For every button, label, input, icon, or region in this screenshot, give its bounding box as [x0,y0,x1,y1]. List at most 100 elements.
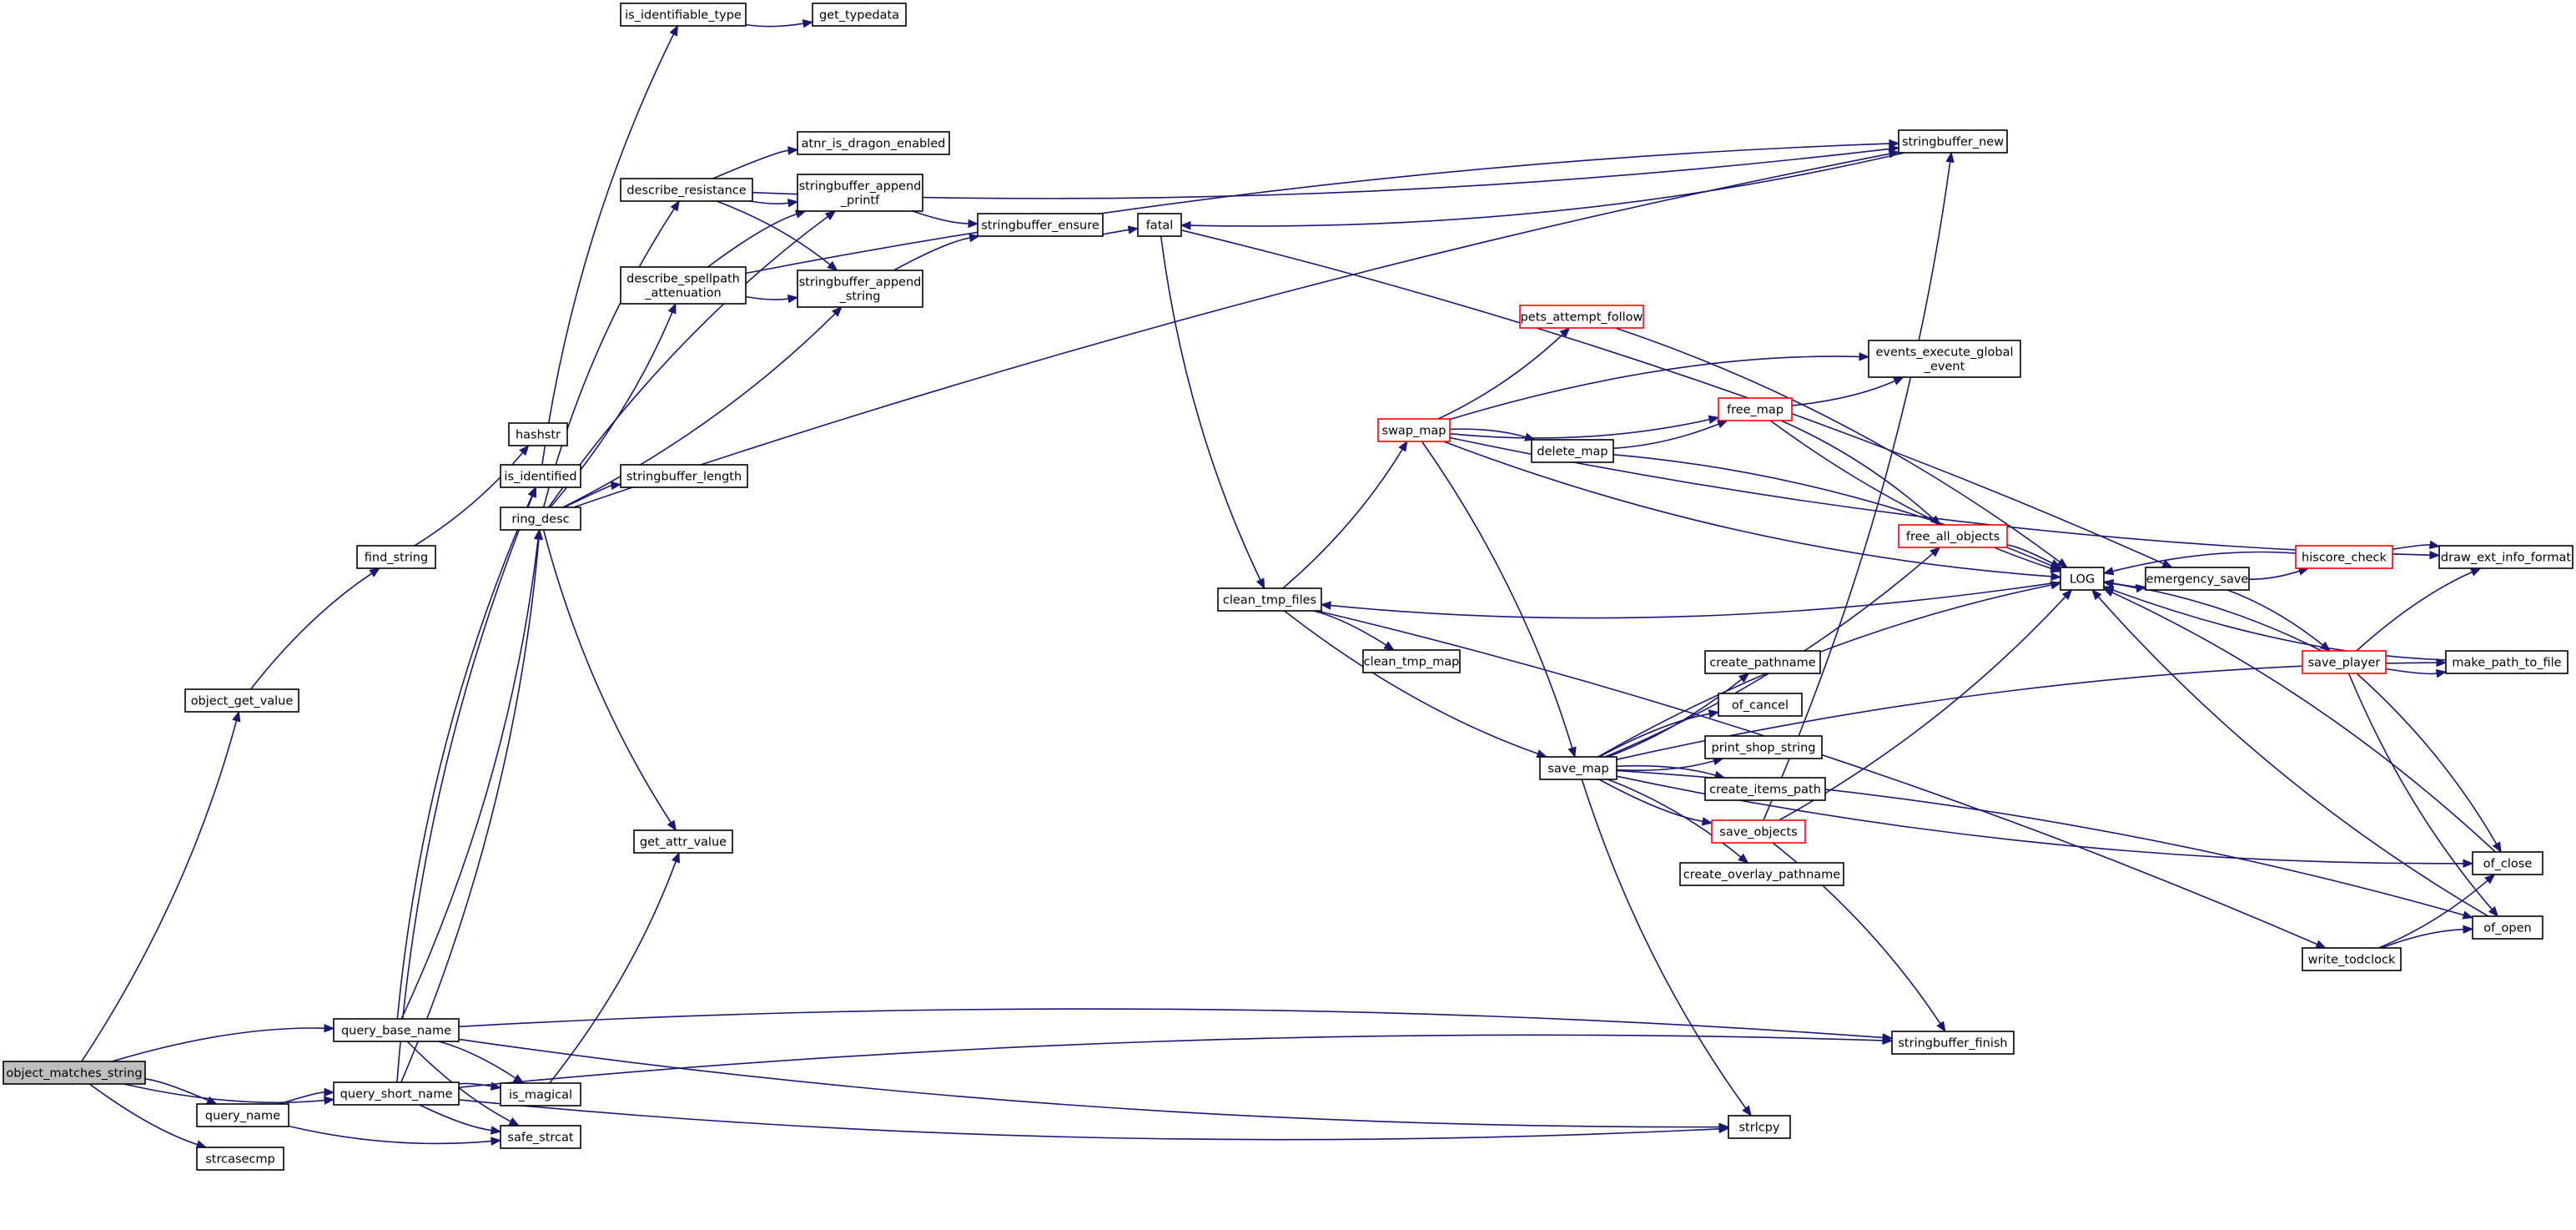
node-of-open[interactable]: of_open [2472,915,2543,940]
node-box[interactable] [508,422,568,446]
node-box[interactable] [620,3,747,27]
node-box[interactable] [797,131,950,155]
node-describe-spellpath-attenuation[interactable]: describe_spellpath_attenuation [620,266,747,305]
node-emergency-save[interactable]: emergency_save [2145,567,2250,591]
node-box[interactable] [620,178,753,202]
node-stringbuffer-append-string[interactable]: stringbuffer_append_string [797,270,923,308]
node-find-string[interactable]: find_string [356,545,436,569]
node-free-all-objects[interactable]: free_all_objects [1898,524,2008,548]
node-query-name[interactable]: query_name [196,1103,289,1127]
node-box[interactable] [1704,650,1821,674]
node-write-todclock[interactable]: write_todclock [2302,947,2402,971]
node-create-items-path[interactable]: create_items_path [1704,777,1826,801]
node-object-get-value[interactable]: object_get_value [184,688,299,713]
node-box[interactable] [333,1081,460,1106]
node-strlcpy[interactable]: strlcpy [1728,1115,1791,1139]
node-box[interactable] [1217,587,1322,612]
node-box[interactable] [620,266,747,305]
node-box[interactable] [1898,524,2008,548]
node-draw-ext-info-format[interactable]: draw_ext_info_format [2438,545,2573,569]
node-box[interactable] [1868,340,2021,378]
node-box[interactable] [1377,418,1451,442]
node-box[interactable] [1362,649,1461,673]
node-box[interactable] [797,174,923,212]
node-box[interactable] [1679,862,1844,886]
node-box[interactable] [1704,777,1826,801]
node-get-attr-value[interactable]: get_attr_value [633,829,733,854]
node-box[interactable] [2302,650,2387,674]
node-box[interactable] [633,829,733,854]
node-box[interactable] [1704,735,1823,759]
node-box[interactable] [1898,129,2008,154]
node-box[interactable] [2145,567,2250,591]
node-box[interactable] [620,464,748,488]
node-atnr-is-dragon-enabled[interactable]: atnr_is_dragon_enabled [797,131,950,155]
node-log[interactable]: LOG [2060,567,2105,591]
node-box[interactable] [1137,213,1182,237]
node-box[interactable] [977,213,1104,237]
node-swap-map[interactable]: swap_map [1377,418,1451,442]
node-stringbuffer-length[interactable]: stringbuffer_length [620,464,748,488]
node-box[interactable] [1728,1115,1791,1139]
node-box[interactable] [812,3,907,27]
node-query-base-name[interactable]: query_base_name [333,1018,460,1042]
node-is-identifiable-type[interactable]: is_identifiable_type [620,3,747,27]
node-hashstr[interactable]: hashstr [508,422,568,446]
node-print-shop-string[interactable]: print_shop_string [1704,735,1823,759]
node-fatal[interactable]: fatal [1137,213,1182,237]
node-box[interactable] [500,464,581,488]
node-box[interactable] [196,1147,284,1171]
node-box[interactable] [500,1082,581,1106]
node-box[interactable] [2295,545,2393,569]
node-safe-strcat[interactable]: safe_strcat [500,1125,581,1149]
node-is-identified[interactable]: is_identified [500,464,581,488]
node-create-pathname[interactable]: create_pathname [1704,650,1821,674]
node-box[interactable] [797,270,923,308]
node-box[interactable] [2302,947,2402,971]
node-box[interactable] [1711,819,1806,844]
node-clean-tmp-map[interactable]: clean_tmp_map [1362,649,1461,673]
node-box[interactable] [1891,1031,2015,1055]
node-box[interactable] [1519,305,1644,329]
node-box[interactable] [1718,693,1803,717]
node-box[interactable] [500,507,581,531]
node-stringbuffer-append-printf[interactable]: stringbuffer_append_printf [797,174,923,212]
node-clean-tmp-files[interactable]: clean_tmp_files [1217,587,1322,612]
node-box[interactable] [2445,650,2568,674]
node-box[interactable] [2438,545,2573,569]
node-save-map[interactable]: save_map [1539,756,1618,780]
node-save-player[interactable]: save_player [2302,650,2387,674]
node-box[interactable] [2060,567,2105,591]
node-box[interactable] [356,545,436,569]
node-of-close[interactable]: of_close [2472,851,2543,875]
node-describe-resistance[interactable]: describe_resistance [620,178,753,202]
node-events-execute-global-event[interactable]: events_execute_global_event [1868,340,2021,378]
node-box[interactable] [2472,851,2543,875]
node-query-short-name[interactable]: query_short_name [333,1081,460,1106]
node-is-magical[interactable]: is_magical [500,1082,581,1106]
node-box[interactable] [333,1018,460,1042]
node-stringbuffer-new[interactable]: stringbuffer_new [1898,129,2008,154]
node-stringbuffer-ensure[interactable]: stringbuffer_ensure [977,213,1104,237]
node-create-overlay-pathname[interactable]: create_overlay_pathname [1679,862,1844,886]
node-get-typedata[interactable]: get_typedata [812,3,907,27]
node-delete-map[interactable]: delete_map [1531,439,1614,463]
node-ring-desc[interactable]: ring_desc [500,507,581,531]
node-box[interactable] [3,1061,146,1085]
node-box[interactable] [184,688,299,713]
node-save-objects[interactable]: save_objects [1711,819,1806,844]
node-box[interactable] [1539,756,1618,780]
node-object-matches-string[interactable]: object_matches_string [3,1061,146,1085]
node-box[interactable] [1718,397,1793,421]
node-box[interactable] [1531,439,1614,463]
node-pets-attempt-follow[interactable]: pets_attempt_follow [1519,305,1644,329]
node-hiscore-check[interactable]: hiscore_check [2295,545,2393,569]
node-box[interactable] [500,1125,581,1149]
node-strcasecmp[interactable]: strcasecmp [196,1147,284,1171]
node-box[interactable] [196,1103,289,1127]
node-of-cancel[interactable]: of_cancel [1718,693,1803,717]
node-free-map[interactable]: free_map [1718,397,1793,421]
node-box[interactable] [2472,915,2543,940]
node-stringbuffer-finish[interactable]: stringbuffer_finish [1891,1031,2015,1055]
node-make-path-to-file[interactable]: make_path_to_file [2445,650,2568,674]
